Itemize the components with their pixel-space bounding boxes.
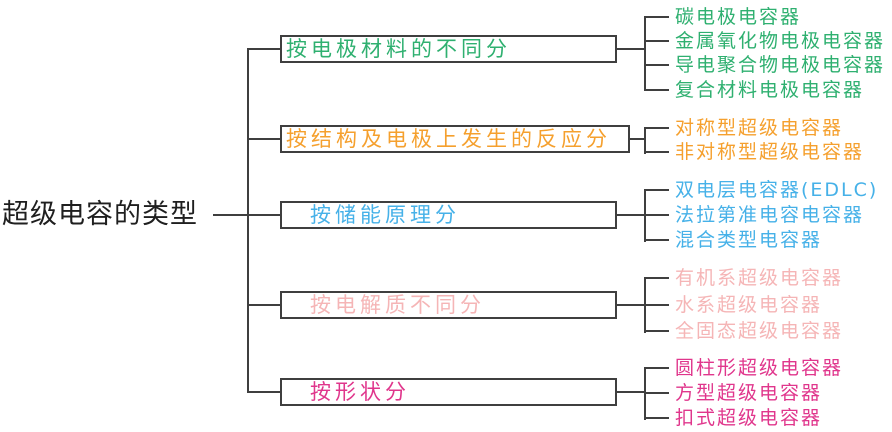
connector-leaf-line [644,392,669,394]
connector-leaf-line [644,151,669,153]
connector-leaf-line [644,417,669,419]
connector-root-line [213,214,280,216]
leaf-organic-electrolyte: 有机系超级电容器 [675,267,844,289]
connector-leaf-line [644,64,669,66]
leaf-composite-electrode: 复合材料电极电容器 [675,79,865,101]
connector-branch4-line [247,304,280,306]
connector-stub-branch1 [617,48,645,50]
connector-leaf-line [644,16,669,18]
leaf-metal-oxide-electrode: 金属氧化物电极电容器 [675,30,886,52]
connector-stub-branch2 [630,138,645,140]
leaf-edlc: 双电层电容器(EDLC) [675,179,879,201]
connector-left-spine [247,48,249,393]
leaf-pseudocapacitor: 法拉第准电容电容器 [675,204,865,226]
category-box-electrolyte: 按电解质不同分 [280,291,617,319]
connector-leaf-line [644,367,669,369]
connector-leaf-line [644,277,669,279]
category-box-structure-reaction: 按结构及电极上发生的反应分 [280,125,630,153]
connector-leaf-line [644,127,669,129]
connector-leaf-line [644,40,669,42]
leaf-carbon-electrode: 碳电极电容器 [675,6,802,28]
leaf-aqueous-electrolyte: 水系超级电容器 [675,294,823,316]
leaf-all-solid-state: 全固态超级电容器 [675,320,844,342]
connector-stub-branch4 [617,304,645,306]
connector-stub-branch5 [617,391,645,393]
leaf-button-type: 扣式超级电容器 [675,407,823,429]
connector-leaf-line [644,89,669,91]
connector-branch5-line [247,391,280,393]
category-box-shape: 按形状分 [280,378,617,406]
connector-leaf-line [644,189,669,191]
category-box-storage-principle: 按储能原理分 [280,201,617,229]
connector-leaf-line [644,239,669,241]
connector-spine-branch1 [644,16,646,91]
leaf-cylindrical: 圆柱形超级电容器 [675,357,844,379]
connector-leaf-line [644,304,669,306]
connector-stub-branch3 [617,214,645,216]
leaf-symmetric: 对称型超级电容器 [675,117,844,139]
leaf-prismatic: 方型超级电容器 [675,382,823,404]
connector-leaf-line [644,330,669,332]
diagram-root-title: 超级电容的类型 [2,199,198,230]
connector-leaf-line [644,214,669,216]
leaf-conductive-polymer-electrode: 导电聚合物电极电容器 [675,54,886,76]
connector-branch1-line [247,48,280,50]
connector-spine-branch2 [644,127,646,154]
category-box-electrode-material: 按电极材料的不同分 [280,35,617,63]
leaf-hybrid-type: 混合类型电容器 [675,229,823,251]
leaf-asymmetric: 非对称型超级电容器 [675,141,865,163]
connector-branch2-line [247,138,280,140]
